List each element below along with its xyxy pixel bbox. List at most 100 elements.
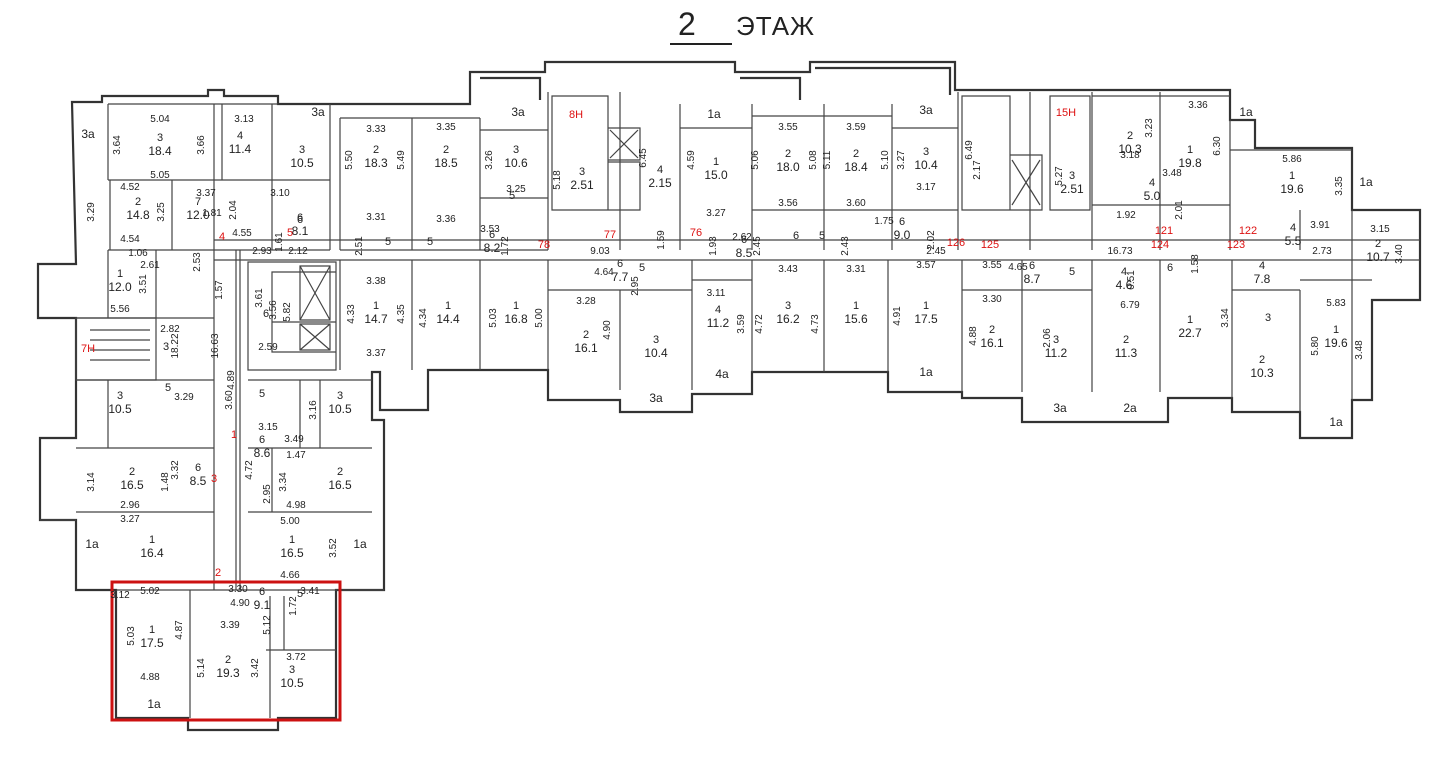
room-area: 10.7 <box>1366 250 1390 264</box>
dimension-label: 3.38 <box>366 276 386 287</box>
room-area: 9.0 <box>894 228 911 242</box>
dimension-label: 4.52 <box>120 182 140 193</box>
balcony-label: 1а <box>147 697 161 711</box>
room-number: 3 <box>1265 312 1271 324</box>
unit-marker: 123 <box>1227 239 1245 251</box>
balcony-label: 3а <box>919 103 933 117</box>
room-number: 3 <box>299 144 305 156</box>
room-number: 2 <box>135 196 141 208</box>
unit-marker: 8Н <box>569 109 583 121</box>
dimension-label: 1.48 <box>160 472 171 492</box>
dimension-label: 3.48 <box>1162 168 1182 179</box>
room-number: 5 <box>639 262 645 274</box>
room-number: 5 <box>297 588 303 600</box>
room-number: 6 <box>617 258 623 270</box>
room-area: 10.5 <box>328 402 352 416</box>
room-number: 5 <box>427 236 433 248</box>
dimension-label: 3.64 <box>112 135 123 155</box>
unit-marker: 122 <box>1239 225 1257 237</box>
room-number: 2 <box>1259 354 1265 366</box>
dimension-label: 2.62 <box>732 232 752 243</box>
room-number: 1 <box>713 156 719 168</box>
dimension-label: 3.40 <box>1394 244 1405 264</box>
room-number: 1 <box>923 300 929 312</box>
dimension-label: 3.61 <box>254 288 265 308</box>
dimension-label: 6.49 <box>964 140 975 160</box>
dimension-label: 5.86 <box>1282 154 1302 165</box>
dimension-label: 4.65 <box>1008 262 1028 273</box>
dimension-label: 3.36 <box>436 214 456 225</box>
selected-apartment-outline[interactable] <box>110 580 342 722</box>
room-number: 1 <box>149 534 155 546</box>
balcony-label: 3а <box>649 391 663 405</box>
dimension-label: 3.42 <box>250 658 261 678</box>
room-number: 5 <box>1069 266 1075 278</box>
room-number: 3 <box>117 390 123 402</box>
dimension-label: 3.27 <box>706 208 726 219</box>
room-number: 2 <box>373 144 379 156</box>
dimension-label: 2.93 <box>252 246 272 257</box>
balcony-label: 2а <box>1123 401 1137 415</box>
dimension-label: 5.50 <box>344 150 355 170</box>
dimension-label: 3.27 <box>120 514 140 525</box>
room-number: 1 <box>373 300 379 312</box>
unit-marker: 125 <box>981 239 999 251</box>
balcony-label: 1а <box>353 537 367 551</box>
dimension-label: 5.12 <box>262 615 273 635</box>
room-area: 16.5 <box>328 478 352 492</box>
dimension-label: 3.10 <box>270 188 290 199</box>
room-area: 5.5 <box>1285 234 1302 248</box>
dimension-label: 2.59 <box>258 342 278 353</box>
dimension-label: 4.34 <box>418 308 429 328</box>
dimension-label: 3.55 <box>982 260 1002 271</box>
room-area: 12.0 <box>108 280 132 294</box>
dimension-label: 3.91 <box>1310 220 1330 231</box>
dimension-label: 2.82 <box>160 324 180 335</box>
unit-marker: 15Н <box>1056 107 1076 119</box>
balcony-label: 1а <box>85 537 99 551</box>
room-number: 6 <box>741 234 747 246</box>
room-number: 3 <box>579 166 585 178</box>
room-number: 1 <box>513 300 519 312</box>
room-number: 6 <box>1029 260 1035 272</box>
room-area: 8.2 <box>484 241 501 255</box>
balcony-label: 1а <box>919 365 933 379</box>
dimension-label: 4.64 <box>594 267 614 278</box>
dimension-label: 3.39 <box>220 620 240 631</box>
dimension-label: 3.55 <box>778 122 798 133</box>
dimension-label: 3.36 <box>1188 100 1208 111</box>
floor-number: 2 <box>670 6 732 45</box>
dimension-label: 4.98 <box>286 500 306 511</box>
room-area: 10.4 <box>644 346 668 360</box>
dimension-label: 3.18 <box>1120 150 1140 161</box>
room-number: 5 <box>385 236 391 248</box>
room-number: 2 <box>989 324 995 336</box>
room-area: 10.4 <box>914 158 938 172</box>
dimension-label: 1.58 <box>1190 254 1201 274</box>
room-area: 18.4 <box>148 144 172 158</box>
room-number: 6 <box>263 308 269 320</box>
room-number: 1 <box>1289 170 1295 182</box>
balcony-label: 1а <box>1359 175 1373 189</box>
dimension-label: 2.12 <box>288 246 308 257</box>
dimension-label: 3.13 <box>234 114 254 125</box>
balcony-label: 3а <box>511 105 525 119</box>
dimension-label: 5.80 <box>1310 336 1321 356</box>
dimension-label: 5.18 <box>552 170 563 190</box>
room-area: 18.3 <box>364 156 388 170</box>
dimension-label: 2.53 <box>192 252 203 272</box>
room-number: 1 <box>149 624 155 636</box>
dimension-label: 4.90 <box>602 320 613 340</box>
dimension-label: 2.02 <box>926 230 937 250</box>
room-number: 3 <box>157 132 163 144</box>
dimension-label: 3.60 <box>224 390 235 410</box>
room-number: 3 <box>163 341 169 353</box>
room-number: 6 <box>259 434 265 446</box>
room-area: 2.15 <box>648 176 672 190</box>
room-number: 7 <box>195 196 201 208</box>
room-area: 16.1 <box>980 336 1004 350</box>
room-area: 16.5 <box>120 478 144 492</box>
dimension-label: 3.32 <box>170 460 181 480</box>
room-area: 10.5 <box>290 156 314 170</box>
